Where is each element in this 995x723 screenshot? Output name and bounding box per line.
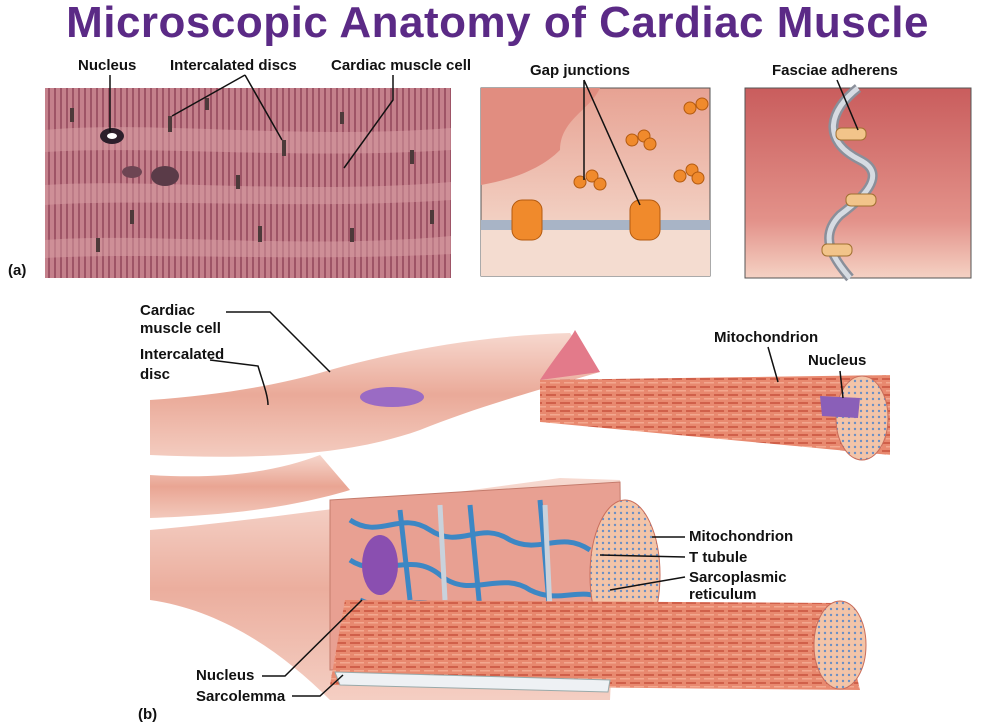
- panel-a-letter: (a): [8, 262, 27, 279]
- page-title: Microscopic Anatomy of Cardiac Muscle: [66, 0, 929, 47]
- label-intercalated-discs: Intercalated discs: [170, 57, 297, 74]
- label-cardiac-line2: muscle cell: [140, 320, 221, 337]
- label-intercalated-line2: disc: [140, 366, 171, 383]
- label-mitochondrion-top: Mitochondrion: [714, 329, 819, 346]
- panel-b-letter: (b): [138, 706, 158, 723]
- label-cardiac-muscle-cell-a: Cardiac muscle cell: [331, 57, 472, 74]
- label-nucleus-bottom: Nucleus: [196, 667, 255, 684]
- label-gap-junctions: Gap junctions: [530, 62, 631, 79]
- label-cardiac-line1: Cardiac: [140, 302, 196, 319]
- cardiac-muscle-3d-illustration: [150, 330, 890, 700]
- label-nucleus-a: Nucleus: [78, 57, 137, 74]
- label-sarcolemma: Sarcolemma: [196, 688, 286, 705]
- label-intercalated-line1: Intercalated: [140, 346, 225, 363]
- fasciae-adherens-illustration: [744, 84, 972, 282]
- gap-junction-illustration: [480, 87, 711, 277]
- label-t-tubule: T tubule: [689, 549, 748, 566]
- label-fasciae-adherens: Fasciae adherens: [772, 62, 898, 79]
- label-sr-line2: reticulum: [689, 586, 757, 603]
- label-sr-line1: Sarcoplasmic: [689, 569, 787, 586]
- leader-lines: [109, 74, 859, 697]
- micrograph: [45, 88, 451, 278]
- label-mitochondrion-right: Mitochondrion: [689, 528, 794, 545]
- label-nucleus-top: Nucleus: [808, 352, 867, 369]
